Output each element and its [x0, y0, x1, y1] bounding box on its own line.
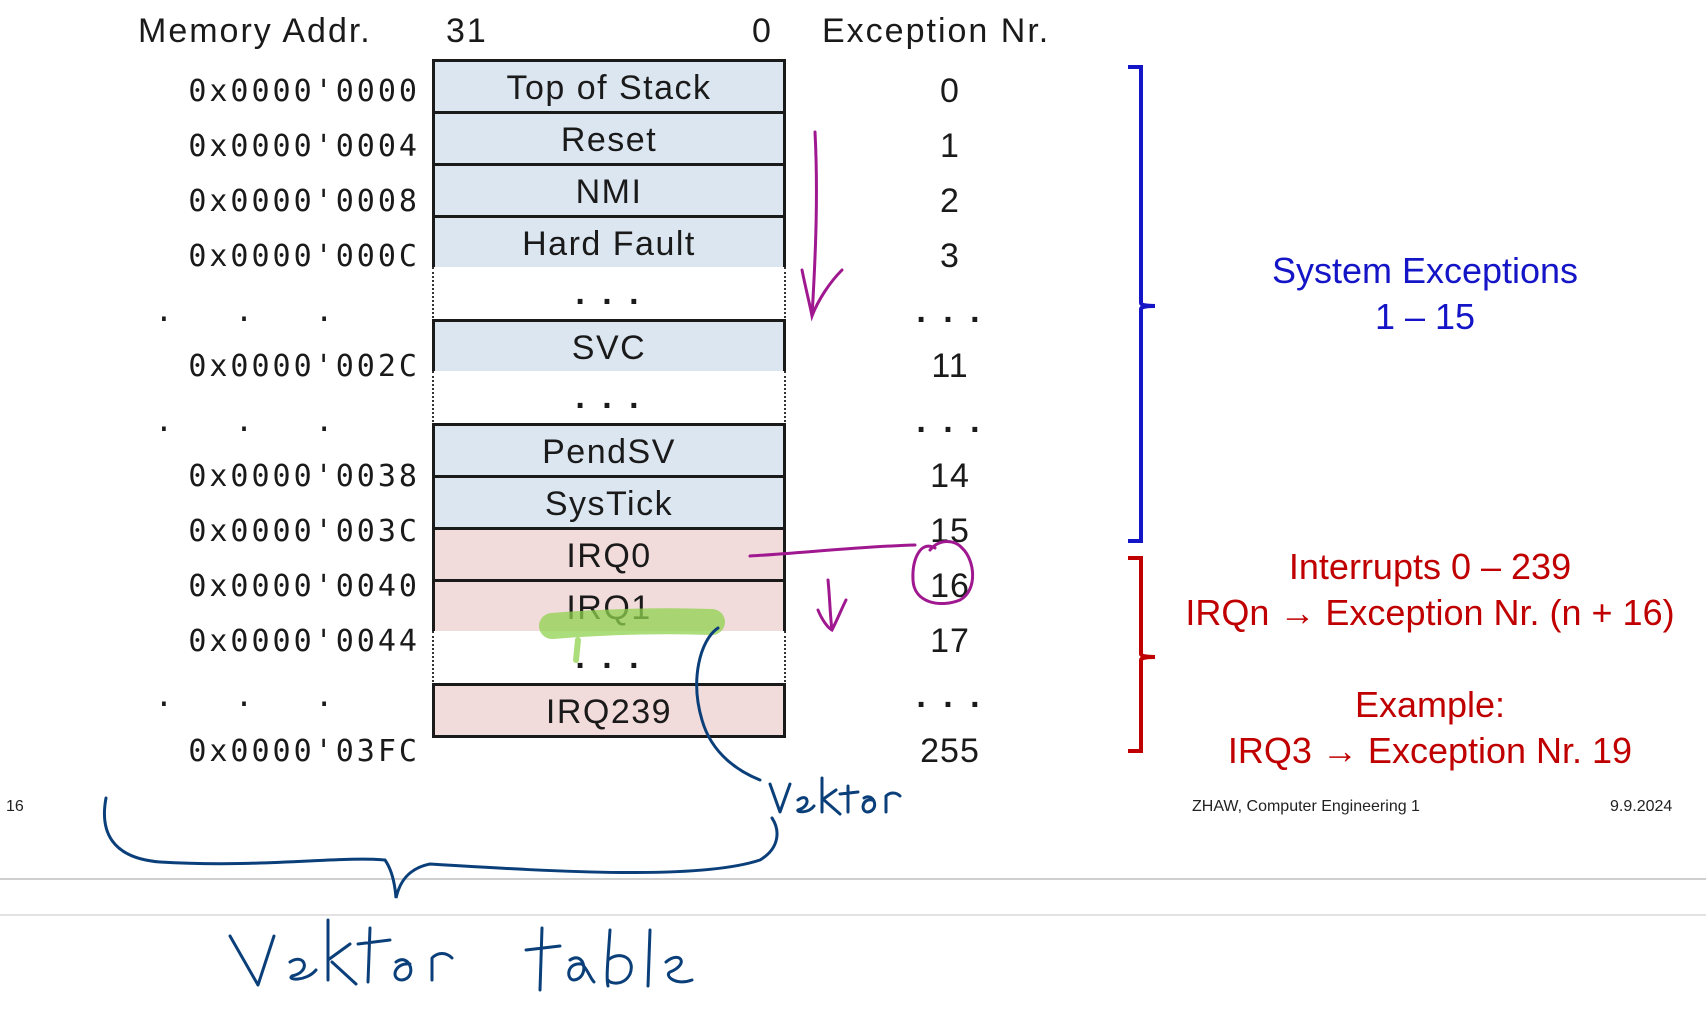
example-title: Example:	[1354, 684, 1506, 725]
exception-nr-2: 2	[940, 182, 960, 220]
vector-cell-hard-fault: Hard Fault	[432, 215, 786, 270]
handwritten-line-icon	[748, 543, 917, 558]
address-column: 0x0000'0000 0x0000'0004 0x0000'0008 0x00…	[90, 64, 420, 779]
address-ellipsis: . . .	[154, 679, 356, 714]
system-exceptions-range: 1 – 15	[1374, 296, 1476, 337]
system-exceptions-title: System Exceptions	[1271, 250, 1579, 291]
footer-date: 9.9.2024	[1610, 798, 1673, 815]
address-0008: 0x0000'0008	[188, 184, 420, 219]
interrupts-label: Interrupts 0 – 239 IRQn → Exception Nr. …	[1160, 544, 1700, 636]
interrupts-mapping: IRQn → Exception Nr. (n + 16)	[1185, 592, 1675, 633]
irq1-highlight	[539, 608, 725, 639]
handwritten-arrow-down-icon	[800, 130, 844, 322]
handwritten-vektor-word	[768, 776, 902, 816]
vector-cell-gap: . . .	[432, 371, 786, 426]
system-exceptions-bracket	[1128, 65, 1156, 543]
handwritten-brace-icon	[102, 796, 779, 899]
address-03fc: 0x0000'03FC	[188, 734, 420, 769]
address-ellipsis: . . .	[154, 294, 356, 329]
vector-cell-systick: SysTick	[432, 475, 786, 530]
exception-nr-3: 3	[940, 237, 960, 275]
handwritten-small-arrow-icon	[816, 578, 848, 633]
handwritten-pointer-icon	[695, 626, 762, 782]
vector-cell-svc: SVC	[432, 319, 786, 374]
header-memory-addr: Memory Addr.	[138, 12, 372, 50]
irq1-highlight	[573, 637, 581, 663]
address-ellipsis: . . .	[154, 404, 356, 439]
vector-cell-irq239: IRQ239	[432, 683, 786, 738]
header-exception-nr: Exception Nr.	[822, 12, 1051, 50]
example-text: IRQ3 → Exception Nr. 19	[1227, 730, 1633, 771]
exception-nr-17: 17	[930, 622, 970, 660]
vector-cell-gap: . . .	[432, 631, 786, 686]
vector-cell-top-of-stack: Top of Stack	[432, 59, 786, 114]
page-number: 16	[6, 798, 24, 815]
exception-column: 0 1 2 3 . . . 11 . . . 14 15 16 17 . . .…	[880, 64, 1020, 779]
exception-nr-1: 1	[940, 127, 960, 165]
example-label: Example: IRQ3 → Exception Nr. 19	[1160, 682, 1700, 774]
address-0040: 0x0000'0040	[188, 569, 420, 604]
exception-ellipsis: . . .	[916, 402, 984, 440]
vector-cell-gap: . . .	[432, 267, 786, 322]
interrupts-bracket	[1128, 556, 1156, 753]
address-0000: 0x0000'0000	[188, 74, 420, 109]
exception-nr-0: 0	[940, 72, 960, 110]
handwritten-circle-icon	[911, 540, 975, 605]
header-bit-0: 0	[752, 12, 773, 50]
address-002c: 0x0000'002C	[188, 349, 420, 384]
exception-ellipsis: . . .	[916, 292, 984, 330]
header-bit-31: 31	[446, 12, 488, 50]
divider	[0, 914, 1706, 916]
divider	[0, 878, 1706, 880]
address-0044: 0x0000'0044	[188, 624, 420, 659]
address-0004: 0x0000'0004	[188, 129, 420, 164]
exception-nr-255: 255	[920, 732, 980, 770]
address-003c: 0x0000'003C	[188, 514, 420, 549]
exception-ellipsis: . . .	[916, 677, 984, 715]
vector-table: Top of Stack Reset NMI Hard Fault . . . …	[432, 59, 786, 738]
vector-cell-nmi: NMI	[432, 163, 786, 218]
system-exceptions-label: System Exceptions 1 – 15	[1240, 248, 1610, 340]
handwritten-vektor-table-word	[228, 918, 694, 992]
interrupts-title: Interrupts 0 – 239	[1288, 546, 1572, 587]
vector-cell-pendsv: PendSV	[432, 423, 786, 478]
exception-nr-14: 14	[930, 457, 970, 495]
footer-organization: ZHAW, Computer Engineering 1	[1192, 798, 1420, 815]
address-000c: 0x0000'000C	[188, 239, 420, 274]
vector-cell-irq0: IRQ0	[432, 527, 786, 582]
exception-nr-11: 11	[931, 347, 969, 385]
address-0038: 0x0000'0038	[188, 459, 420, 494]
